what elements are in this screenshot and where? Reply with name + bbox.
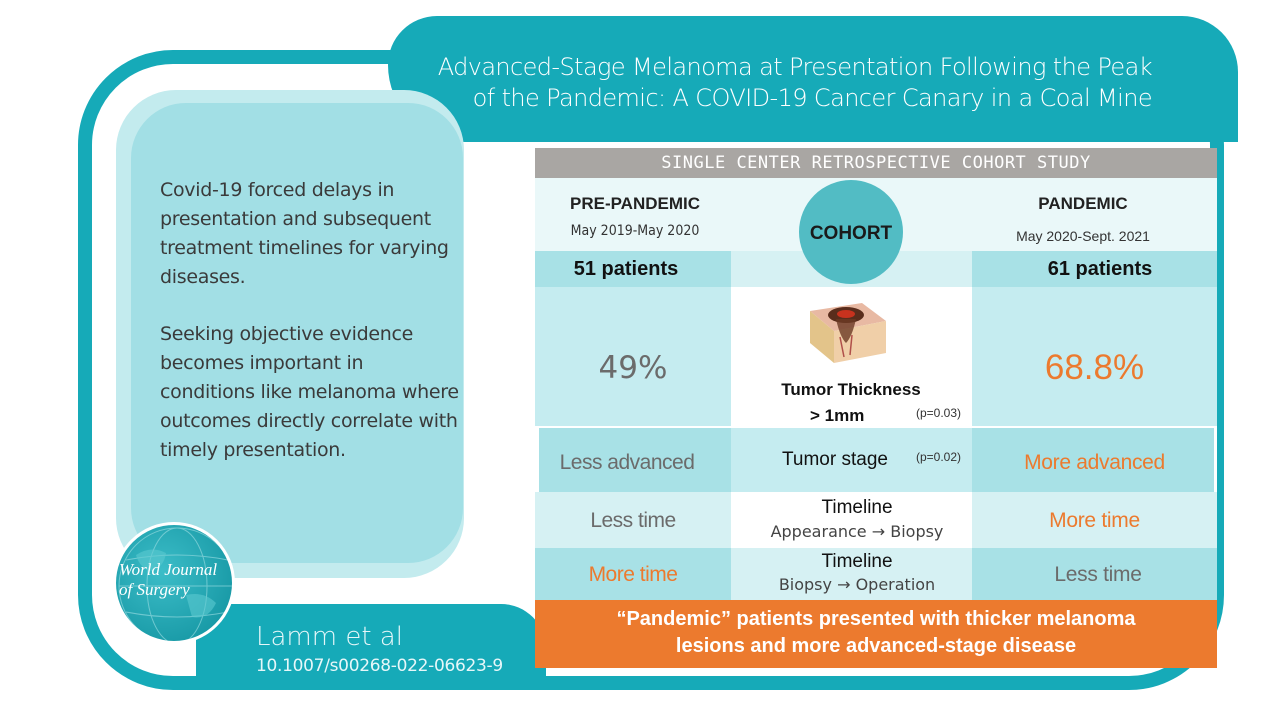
thickness-label-line-1: Tumor Thickness — [781, 380, 921, 399]
pandemic-patients-cell — [972, 251, 1217, 287]
author-bar — [196, 604, 546, 690]
timeline2-label-cell — [731, 548, 972, 600]
left-panel — [131, 103, 463, 563]
timeline2-sub: Biopsy → Operation — [778, 575, 936, 594]
title-line-1: Advanced-Stage Melanoma at Presentation … — [437, 53, 1153, 81]
pandemic-thickness-value: 68.8% — [1044, 348, 1145, 387]
journal-name: World Journal of Surgery — [119, 560, 239, 600]
timeline1-label-cell — [731, 492, 972, 548]
pandemic-timeline1-value: More time — [1049, 509, 1140, 532]
doi-link[interactable]: 10.1007/s00268-022-06623-9 — [256, 656, 503, 676]
cohort-circle — [799, 180, 903, 284]
author-name: Lamm et al — [256, 622, 403, 652]
pandemic-thickness-cell — [972, 287, 1217, 426]
pre-stage-cell — [539, 428, 731, 492]
evidence-paragraph: Seeking objective evidence becomes impor… — [160, 323, 459, 461]
pandemic-stage-value: More advanced — [1024, 451, 1165, 474]
pandemic-label: PANDEMIC — [1038, 194, 1128, 213]
journal-name-line-2: of Surgery — [119, 580, 190, 599]
pandemic-stage-cell — [972, 428, 1214, 492]
title-banner — [388, 16, 1238, 142]
thickness-p-value: (p=0.03) — [916, 406, 962, 420]
pandemic-timeline2-value: Less time — [1054, 563, 1142, 586]
left-panel-text: Covid-19 forced delays in presentation a… — [160, 176, 460, 493]
skin-lesion-icon — [810, 303, 886, 363]
pre-patients-count: 51 patients — [573, 258, 679, 280]
page-title: Advanced-Stage Melanoma at Presentation … — [410, 52, 1153, 114]
pre-timeline1-cell — [535, 492, 731, 548]
thickness-label-line-2: > 1mm — [810, 406, 865, 425]
globe-icon — [118, 527, 232, 641]
pre-timeline2-cell — [535, 548, 731, 600]
pandemic-timeline1-cell — [972, 492, 1217, 548]
pre-pandemic-label: PRE-PANDEMIC — [569, 194, 701, 213]
journal-name-line-1: World Journal — [119, 560, 218, 579]
timeline1-sub: Appearance → Biopsy — [770, 522, 944, 541]
conclusion-banner: “Pandemic” patients presented with thick… — [535, 600, 1217, 668]
timeline1-label: Timeline — [821, 497, 893, 518]
title-line-2: of the Pandemic: A COVID-19 Cancer Canar… — [472, 84, 1153, 112]
journal-logo — [113, 522, 235, 644]
pre-timeline2-value: More time — [588, 563, 678, 586]
pre-pandemic-dates: May 2019-May 2020 — [570, 223, 700, 239]
pre-stage-value: Less advanced — [559, 451, 695, 474]
conclusion-line-2: lesions and more advanced-stage disease — [675, 635, 1077, 657]
pandemic-timeline2-cell — [972, 548, 1217, 600]
stage-label-cell — [731, 428, 972, 492]
intro-paragraph: Covid-19 forced delays in presentation a… — [160, 179, 449, 288]
study-header: SINGLE CENTER RETROSPECTIVE COHORT STUDY — [535, 148, 1217, 178]
pandemic-patients-count: 61 patients — [1047, 258, 1153, 280]
stage-label: Tumor stage — [782, 449, 888, 470]
cohort-label: COHORT — [809, 223, 893, 244]
pre-thickness-cell — [535, 287, 731, 426]
pre-patients-cell — [535, 251, 731, 287]
pandemic-dates: May 2020-Sept. 2021 — [1016, 228, 1150, 244]
stage-p-value: (p=0.02) — [916, 450, 962, 464]
timeline2-label: Timeline — [821, 551, 893, 572]
conclusion-line-1: “Pandemic” patients presented with thick… — [616, 608, 1136, 630]
pre-thickness-value: 49% — [598, 350, 668, 386]
pre-timeline1-value: Less time — [590, 509, 676, 532]
